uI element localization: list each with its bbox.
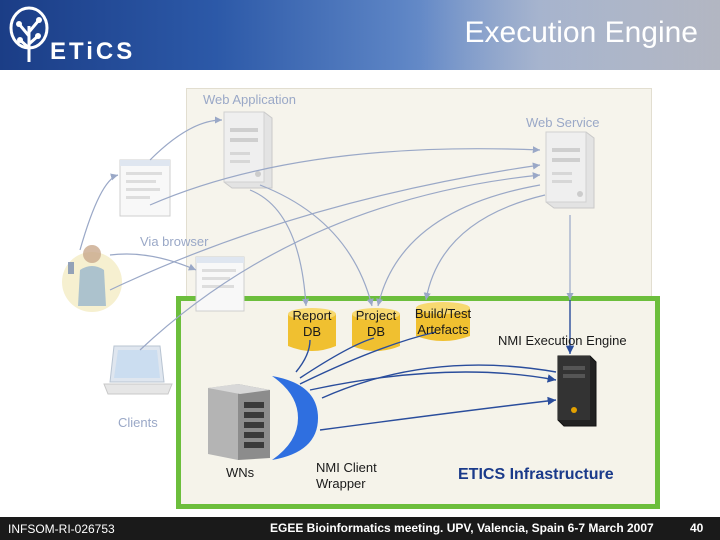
person-with-phone-icon [62,245,122,312]
footer-bar [0,517,720,540]
header-banner [0,0,720,70]
browser-window-icon-2 [195,256,245,312]
laptop-icon [103,345,173,395]
nmi-client-wrapper-line1: NMI Client [316,460,377,475]
report-db-label-line2: DB [302,324,322,339]
worker-nodes-icon [208,384,270,460]
report-db-label: Report DB [288,308,336,340]
build-test-label-line2: Artefacts [417,322,469,337]
web-service-label: Web Service [526,115,600,130]
report-db-label-line1: Report [292,308,332,323]
browser-window-icon [119,159,171,217]
nmi-client-wrapper-shape [272,376,318,460]
nmi-execution-engine-label: NMI Execution Engine [498,333,627,348]
etics-tree-icon [9,6,49,62]
etics-logo: ETiCS [50,38,135,62]
footer-project-id: INFSOM-RI-026753 [8,522,115,536]
page-title: Execution Engine [464,16,699,49]
project-db-label-line1: Project [355,308,397,323]
nmi-client-wrapper-line2: Wrapper [316,476,366,491]
etics-infrastructure-label: ETICS Infrastructure [458,466,614,483]
wns-label: WNs [226,465,255,480]
header-photo-strip [420,0,720,70]
project-db-label: Project DB [350,308,402,340]
web-application-server-icon [223,111,273,189]
web-service-server-icon [545,131,595,209]
web-application-label: Web Application [203,92,296,107]
clients-label: Clients [118,415,158,430]
project-db-label-line2: DB [366,324,386,339]
via-browser-label: Via browser [140,234,209,249]
footer-event: EGEE Bioinformatics meeting. UPV, Valenc… [270,521,654,535]
build-test-label: Build/Test Artefacts [406,306,480,338]
nmi-client-wrapper-label: NMI Client Wrapper [316,460,377,492]
build-test-label-line1: Build/Test [414,306,472,321]
nmi-execution-engine-server-icon [557,355,597,427]
footer-page-number: 40 [690,521,704,535]
logo-text: ETiCS [50,38,135,62]
